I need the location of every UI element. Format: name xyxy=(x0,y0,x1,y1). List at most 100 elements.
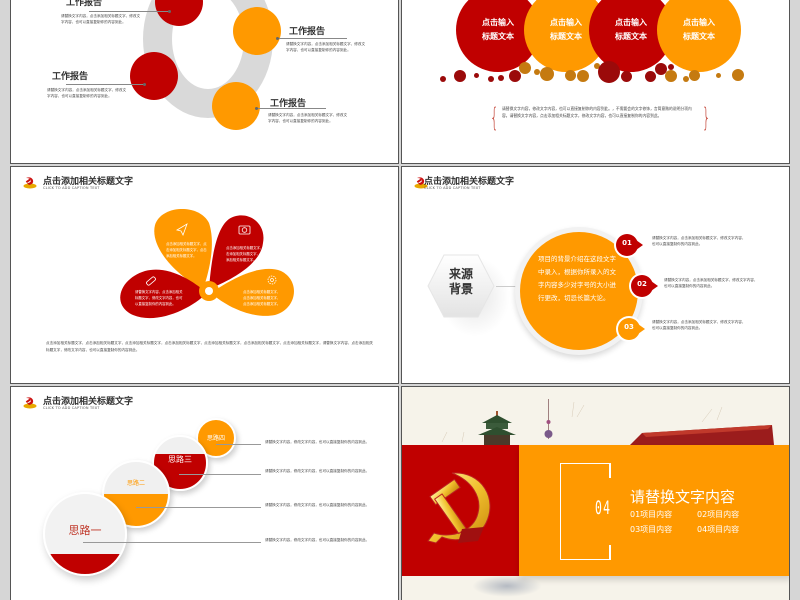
party-emblem-icon xyxy=(23,397,37,409)
connector-dot xyxy=(168,10,171,13)
connector-line-1 xyxy=(83,542,261,543)
point-text-3: 请替换文字内容，点击添加相关标题文字，修改文字内容，也可以直接复制你的内容到此。 xyxy=(652,320,746,330)
petal-text-4: 点击添加相关标题文字，点击添加相关标题文字，点击添加相关标题文字。 xyxy=(243,290,281,306)
petal-diagram xyxy=(120,209,294,319)
body-text: 点击添加相关标题文字，点击添加相关标题文字，点击添加相关标题文字，点击添加相关标… xyxy=(46,341,374,352)
petal-text-3: 请替换文字内容，点击添加相关标题文字，修改文字内容，也可以直接复制你的内容到此。 xyxy=(135,290,183,306)
marker-03-tip xyxy=(638,324,645,334)
circle-line1: 点击输入 xyxy=(550,18,582,27)
circle-line2: 标题文本 xyxy=(683,32,715,41)
slide-thumbnail-circles[interactable]: 点击输入标题文本 点击输入标题文本 点击输入标题文本 点击输入标题文本 xyxy=(401,0,790,164)
marker-01-label: 01 xyxy=(622,239,632,247)
title-circle-3: 点击输入标题文本 xyxy=(589,0,673,72)
marker-03 xyxy=(618,318,640,340)
right-brace-icon: } xyxy=(702,103,711,133)
item-title: 工作报告 xyxy=(52,72,89,82)
red-node-left xyxy=(130,52,178,100)
step-label-2: 思路二 xyxy=(126,480,145,487)
marker-01-tip xyxy=(636,240,643,250)
step-label-1: 思路一 xyxy=(68,524,102,537)
petal-text-2: 点击添加相关标题文字，点击添加相关标题文字，点击添加相关标题文字。 xyxy=(226,246,267,262)
item-text: 请替换文字内容，点击添加相关标题文字，修改文字内容，也可以直接复制你的内容到此。 xyxy=(286,42,366,52)
title-circle-4: 点击输入标题文本 xyxy=(657,0,741,72)
section-item-02: 02项目内容 xyxy=(697,510,740,519)
marker-02-tip xyxy=(651,281,658,291)
slide-title: 点击添加相关标题文字 xyxy=(43,397,134,407)
paper-plane-icon xyxy=(177,224,189,236)
item-text: 请替换文字内容，点击添加相关标题文字，修改文字内容，也可以直接复制你的内容到此。 xyxy=(47,88,127,98)
circle-line2: 标题文本 xyxy=(615,32,647,41)
circle-line1: 点击输入 xyxy=(482,18,514,27)
quote-text: 请替换文字内容，修改文字内容，也可以直接复制你的内容到此。，不需要会的文字修饰，… xyxy=(502,106,692,118)
step-text-4: 请替换文字内容，修改文字内容，也可以直接复制你的内容到此。 xyxy=(265,440,370,444)
party-emblem-icon xyxy=(414,177,428,189)
marker-03-label: 03 xyxy=(624,323,634,331)
hexagon-label: 来源 背景 xyxy=(426,267,496,297)
ink-splash xyxy=(472,575,542,597)
marker-02 xyxy=(631,275,653,297)
section-item-03: 03项目内容 xyxy=(630,525,673,534)
step-label-4: 思路四 xyxy=(206,435,225,442)
circle-line1: 点击输入 xyxy=(615,18,647,27)
step-circle-3 xyxy=(152,435,208,491)
slide-subtitle: CLICK TO ADD CAPTION TEXT xyxy=(424,186,481,190)
bracket-right-top xyxy=(609,463,611,478)
orange-node-right-bottom xyxy=(212,82,260,130)
section-item-01: 01项目内容 xyxy=(630,510,673,519)
point-text-2: 请替换文字内容，点击添加相关标题文字，修改文字内容，也可以直接复制你的内容到此。 xyxy=(664,278,758,288)
center-text: 项目的背景介绍在这段文字中录入，根据你所录入的文字内容多少对字号的大小进行更改，… xyxy=(538,255,616,302)
hex-line1: 来源 xyxy=(448,267,473,281)
section-panel xyxy=(519,445,789,576)
slide-thumbnail-background[interactable]: 点击添加相关标题文字 CLICK TO ADD CAPTION TEXT 来源 … xyxy=(401,166,790,384)
number-bracket xyxy=(560,463,610,560)
point-text-1: 请替换文字内容，点击添加相关标题文字，修改文字内容，也可以直接复制你的内容到此。 xyxy=(652,236,746,246)
slide-subtitle: CLICK TO ADD CAPTION TEXT xyxy=(43,406,100,410)
orange-node-right-top xyxy=(233,7,281,55)
connector-line-3 xyxy=(179,474,261,475)
connector-dot xyxy=(276,37,279,40)
marker-01 xyxy=(616,234,638,256)
left-brace-icon: { xyxy=(490,103,499,133)
hex-line2: 背景 xyxy=(448,282,473,296)
section-item-04: 04项目内容 xyxy=(697,525,740,534)
connector-dot xyxy=(255,107,258,110)
petal-text-1: 点击添加相关标题文字，点击添加相关标题文字，点击添加相关标题文字。 xyxy=(166,242,207,258)
slide-thumbnail-ideas[interactable]: 点击添加相关标题文字 CLICK TO ADD CAPTION TEXT 思路四… xyxy=(10,386,399,600)
connector-line xyxy=(277,38,347,39)
connector-line-4 xyxy=(216,444,261,445)
circle-line2: 标题文本 xyxy=(550,32,582,41)
step-text-3: 请替换文字内容，修改文字内容，也可以直接复制你的内容到此。 xyxy=(265,469,370,473)
circle-line1: 点击输入 xyxy=(683,18,715,27)
connector-dot xyxy=(143,83,146,86)
item-title: 工作报告 xyxy=(66,0,103,8)
party-emblem-icon xyxy=(23,177,37,189)
section-number: 04 xyxy=(595,497,612,519)
item-text: 请替换文字内容，点击添加相关标题文字，修改文字内容，也可以直接复制你的内容到此。 xyxy=(61,14,141,24)
slide-thumbnail-petals[interactable]: 点击添加相关标题文字 CLICK TO ADD CAPTION TEXT 点击添… xyxy=(10,166,399,384)
gear-icon xyxy=(266,275,276,285)
pencil-icon xyxy=(146,275,158,285)
step-text-1: 请替换文字内容，修改文字内容，也可以直接复制你的内容到此。 xyxy=(265,538,370,542)
step-circle-1 xyxy=(43,492,127,576)
item-title: 工作报告 xyxy=(270,99,307,109)
emblem-panel xyxy=(402,445,519,576)
slide-subtitle: CLICK TO ADD CAPTION TEXT xyxy=(43,186,100,190)
marker-02-label: 02 xyxy=(637,280,647,288)
hexagon-badge xyxy=(427,254,495,318)
hammer-sickle-icon xyxy=(427,472,491,544)
item-text: 请替换文字内容，点击添加相关标题文字，修改文字内容，也可以直接复制你的内容到此。 xyxy=(268,113,348,123)
step-label-3: 思路三 xyxy=(168,455,192,464)
slide-thumbnail-section-04[interactable]: 04 请替换文字内容 01项目内容 02项目内容 03项目内容 04项目内容 xyxy=(401,386,790,600)
slide-thumbnail-work-report[interactable]: 工作报告 请替换文字内容，点击添加相关标题文字，修改文字内容，也可以直接复制你的… xyxy=(10,0,399,164)
item-title: 工作报告 xyxy=(289,27,326,37)
slide-title: 点击添加相关标题文字 xyxy=(424,177,515,187)
camera-icon xyxy=(239,226,251,236)
hex-connector xyxy=(496,286,520,287)
connector-line xyxy=(89,11,169,12)
connector-line-2 xyxy=(136,507,261,508)
connector-line xyxy=(256,108,326,109)
landmark-illustration xyxy=(441,399,774,445)
step-text-2: 请替换文字内容，修改文字内容，也可以直接复制你的内容到此。 xyxy=(265,503,370,507)
bracket-right-bottom xyxy=(609,545,611,560)
